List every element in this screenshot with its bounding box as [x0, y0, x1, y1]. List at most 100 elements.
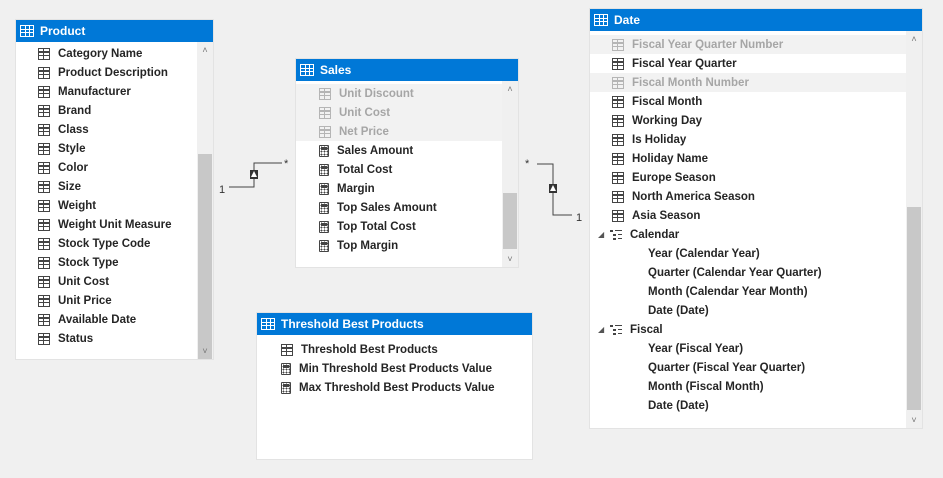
- hierarchy-level-row[interactable]: Date (Date): [596, 301, 908, 320]
- measure-row[interactable]: Top Total Cost: [319, 217, 504, 236]
- hierarchy-level-row[interactable]: Month (Fiscal Month): [596, 377, 908, 396]
- field-row[interactable]: Fiscal Month Number: [590, 73, 908, 92]
- measure-row[interactable]: Top Sales Amount: [319, 198, 504, 217]
- scroll-thumb[interactable]: [198, 154, 212, 359]
- hierarchy-level-row[interactable]: Quarter (Fiscal Year Quarter): [596, 358, 908, 377]
- hierarchy-level-row[interactable]: Quarter (Calendar Year Quarter): [596, 263, 908, 282]
- scroll-up-icon[interactable]: ˄: [202, 45, 208, 55]
- field-label: Fiscal: [630, 323, 663, 336]
- field-row[interactable]: Asia Season: [596, 206, 908, 225]
- field-row[interactable]: Fiscal Year Quarter: [596, 54, 908, 73]
- date-table-header[interactable]: Date: [590, 9, 922, 31]
- field-label: Top Total Cost: [337, 220, 416, 233]
- threshold-table-card[interactable]: Threshold Best Products Threshold Best P…: [257, 313, 532, 459]
- field-row[interactable]: Product Description: [38, 63, 199, 82]
- field-label: Margin: [337, 182, 375, 195]
- field-label: Stock Type: [58, 256, 119, 269]
- field-label: Manufacturer: [58, 85, 131, 98]
- field-row[interactable]: Available Date: [38, 310, 199, 329]
- measure-row[interactable]: Margin: [319, 179, 504, 198]
- collapse-caret-icon[interactable]: ◢: [598, 325, 605, 334]
- field-row[interactable]: Net Price: [296, 122, 504, 141]
- field-label: Threshold Best Products: [301, 343, 438, 356]
- product-table-header[interactable]: Product: [16, 20, 213, 42]
- field-label: Europe Season: [632, 171, 716, 184]
- field-row[interactable]: Fiscal Year Quarter Number: [590, 35, 908, 54]
- scroll-down-icon[interactable]: ˅: [911, 415, 917, 425]
- field-row[interactable]: North America Season: [596, 187, 908, 206]
- field-row[interactable]: Size: [38, 177, 199, 196]
- field-label: Top Sales Amount: [337, 201, 437, 214]
- field-row[interactable]: Holiday Name: [596, 149, 908, 168]
- scrollbar[interactable]: ˄ ˅: [906, 31, 922, 428]
- field-label: Weight Unit Measure: [58, 218, 172, 231]
- calculator-icon: [319, 220, 329, 233]
- field-label: Fiscal Year Quarter: [632, 57, 737, 70]
- field-row[interactable]: Style: [38, 139, 199, 158]
- hierarchy-level-row[interactable]: Year (Calendar Year): [596, 244, 908, 263]
- field-row[interactable]: Fiscal Month: [596, 92, 908, 111]
- table-title: Sales: [320, 63, 352, 77]
- threshold-table-header[interactable]: Threshold Best Products: [257, 313, 532, 335]
- field-label: Stock Type Code: [58, 237, 151, 250]
- table-icon: [261, 318, 275, 330]
- measure-row[interactable]: Sales Amount: [319, 141, 504, 160]
- hierarchy-level-row[interactable]: Date (Date): [596, 396, 908, 415]
- scroll-up-icon[interactable]: ˄: [507, 84, 513, 94]
- field-row[interactable]: Threshold Best Products: [281, 340, 532, 359]
- hierarchy-row[interactable]: ◢Calendar: [596, 225, 908, 244]
- hierarchy-row[interactable]: ◢ Fiscal: [596, 320, 908, 339]
- field-row[interactable]: Max Threshold Best Products Value: [281, 378, 532, 397]
- field-row[interactable]: Unit Cost: [296, 103, 504, 122]
- field-row[interactable]: Stock Type Code: [38, 234, 199, 253]
- field-row[interactable]: Min Threshold Best Products Value: [281, 359, 532, 378]
- field-label: Class: [58, 123, 89, 136]
- field-row[interactable]: Status: [38, 329, 199, 348]
- scroll-down-icon[interactable]: ˅: [507, 254, 513, 264]
- column-icon: [38, 161, 50, 174]
- sales-table-header[interactable]: Sales: [296, 59, 518, 81]
- field-row[interactable]: Category Name: [38, 44, 199, 63]
- field-label: Style: [58, 142, 86, 155]
- field-row[interactable]: Working Day: [596, 111, 908, 130]
- scrollbar[interactable]: ˄ ˅: [502, 81, 518, 267]
- field-row[interactable]: Europe Season: [596, 168, 908, 187]
- scroll-down-icon[interactable]: ˅: [202, 346, 208, 356]
- field-row[interactable]: Manufacturer: [38, 82, 199, 101]
- scrollbar[interactable]: ˄ ˅: [197, 42, 213, 359]
- field-row[interactable]: Stock Type: [38, 253, 199, 272]
- scroll-thumb[interactable]: [907, 207, 921, 410]
- collapse-caret-icon[interactable]: ◢: [598, 230, 605, 239]
- column-icon: [612, 209, 624, 222]
- field-row[interactable]: Class: [38, 120, 199, 139]
- calculator-icon: [319, 163, 329, 176]
- field-row[interactable]: Unit Cost: [38, 272, 199, 291]
- field-label: Category Name: [58, 47, 143, 60]
- field-label: Year (Calendar Year): [648, 247, 760, 260]
- field-label: Top Margin: [337, 239, 399, 252]
- column-icon: [38, 237, 50, 250]
- hierarchy-level-row[interactable]: Month (Calendar Year Month): [596, 282, 908, 301]
- scroll-up-icon[interactable]: ˄: [911, 34, 917, 44]
- scroll-thumb[interactable]: [503, 193, 517, 249]
- measure-row[interactable]: Top Margin: [319, 236, 504, 255]
- field-row[interactable]: Unit Price: [38, 291, 199, 310]
- field-row[interactable]: Weight: [38, 196, 199, 215]
- measure-row[interactable]: Total Cost: [319, 160, 504, 179]
- field-label: Max Threshold Best Products Value: [299, 381, 495, 394]
- field-label: Status: [58, 332, 94, 345]
- field-row[interactable]: Is Holiday: [596, 130, 908, 149]
- field-row[interactable]: Weight Unit Measure: [38, 215, 199, 234]
- relationship-one-label: 1: [576, 212, 583, 224]
- field-row[interactable]: Brand: [38, 101, 199, 120]
- column-icon: [38, 332, 50, 345]
- table-icon: [594, 14, 608, 26]
- field-row[interactable]: Unit Discount: [296, 84, 504, 103]
- hierarchy-level-row[interactable]: Year (Fiscal Year): [596, 339, 908, 358]
- field-row[interactable]: Color: [38, 158, 199, 177]
